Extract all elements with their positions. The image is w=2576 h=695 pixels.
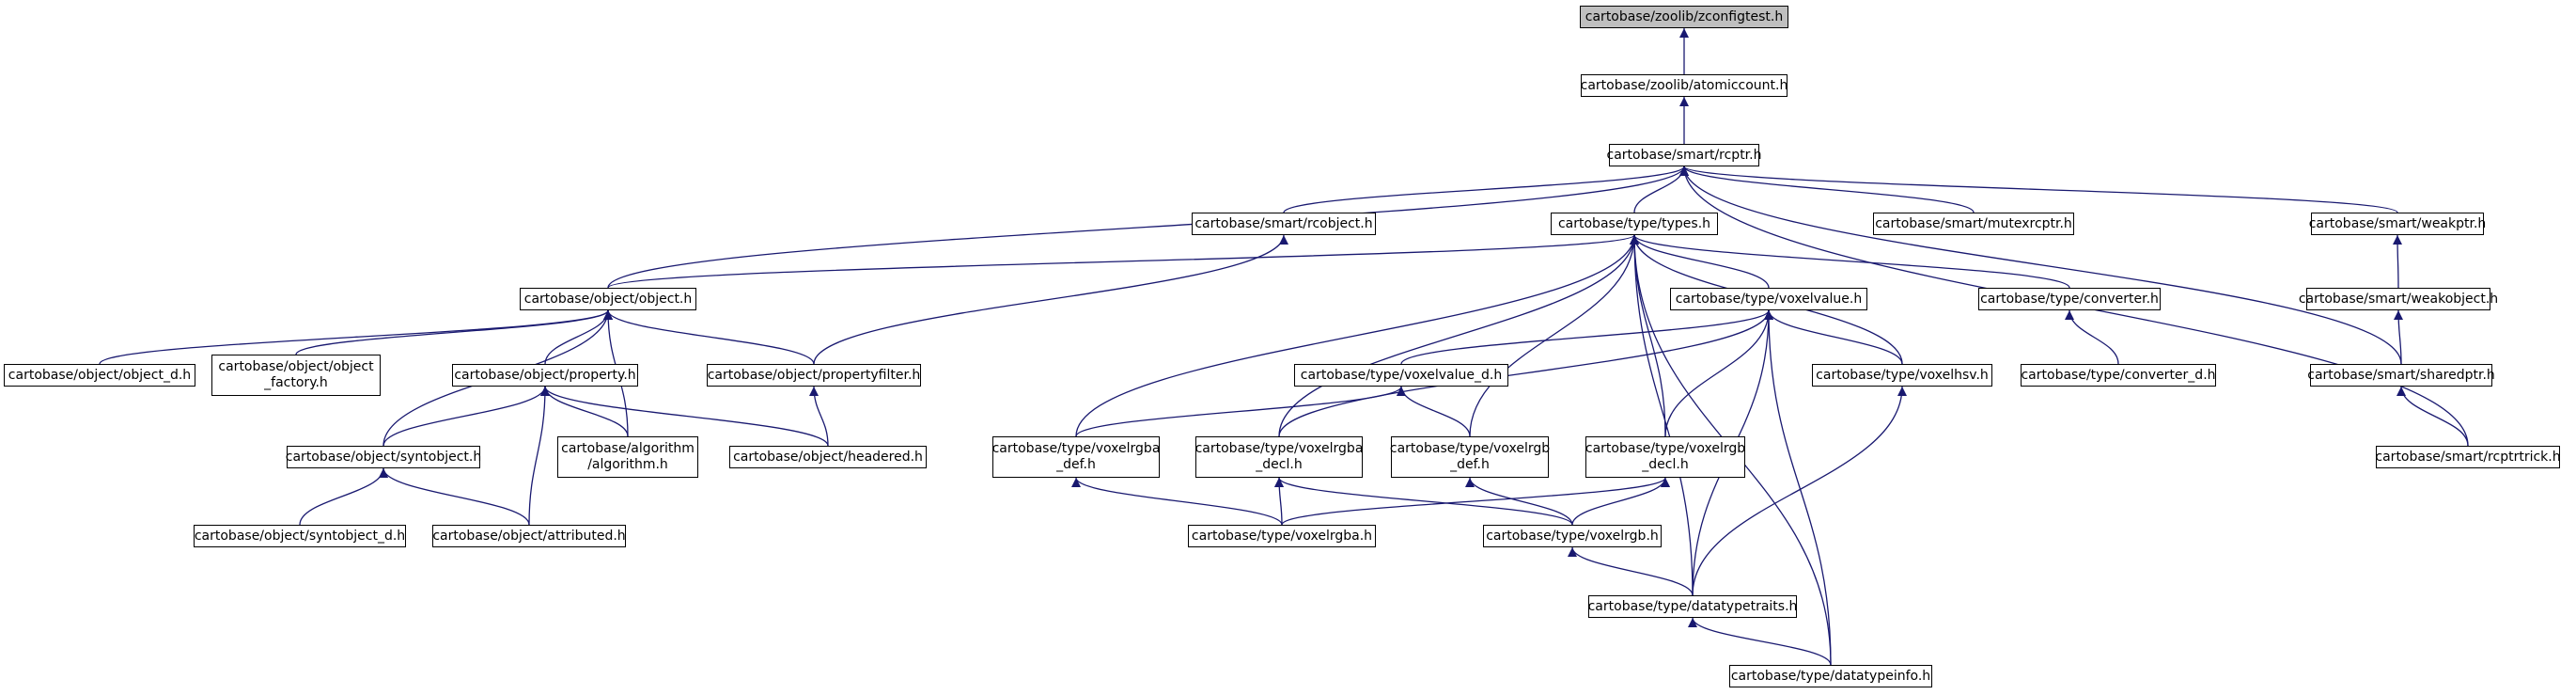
edge-headered-to-property	[540, 386, 829, 447]
edge-weakptr-to-rcptr	[1679, 166, 2398, 213]
node-algorithm[interactable]: cartobase/algorithm /algorithm.h	[557, 436, 698, 478]
node-object[interactable]: cartobase/object/object.h	[520, 288, 696, 310]
node-syntobject-d[interactable]: cartobase/object/syntobject_d.h	[194, 525, 406, 547]
edge-propertyfilter-to-object	[603, 309, 815, 365]
node-converter-d[interactable]: cartobase/type/converter_d.h	[2021, 364, 2216, 387]
edge-object-to-types	[607, 234, 1639, 289]
edge-headered-to-propertyfilter	[809, 386, 829, 447]
edge-datatypetraits-to-voxelhsv	[1692, 386, 1907, 596]
node-datatypeinfo[interactable]: cartobase/type/datatypeinfo.h	[1729, 665, 1932, 687]
node-voxelrgb-decl[interactable]: cartobase/type/voxelrgb _decl.h	[1585, 436, 1745, 478]
node-property[interactable]: cartobase/object/property.h	[452, 364, 638, 387]
edge-syntobject-to-property	[382, 386, 550, 447]
edge-datatypeinfo-to-voxelvalue	[1764, 309, 1832, 666]
node-syntobject[interactable]: cartobase/object/syntobject.h	[286, 446, 481, 468]
edge-rcobject-to-rcptr	[1283, 166, 1689, 213]
edge-voxelrgb-to-voxelrgba_decl	[1274, 477, 1573, 526]
edge-voxelrgb-to-voxelrgb_def	[1465, 477, 1573, 526]
edge-types-to-rcptr	[1633, 166, 1689, 213]
edge-voxelrgba_def-to-types	[1075, 234, 1639, 437]
edge-attributed-to-syntobject	[379, 467, 530, 526]
edge-object_factory-to-object	[295, 309, 613, 355]
node-voxelrgba-decl[interactable]: cartobase/type/voxelrgba _decl.h	[1195, 436, 1363, 478]
edge-syntobject_d-to-syntobject	[299, 467, 388, 526]
edge-sharedptr-to-rcptr	[1679, 166, 2402, 365]
edge-mutexrcptr-to-rcptr	[1679, 166, 1975, 213]
edge-voxelrgba_def-to-voxelvalue_d	[1075, 386, 1406, 437]
edge-object-to-rcptr	[607, 166, 1689, 289]
edge-propertyfilter-to-rcobject	[813, 234, 1288, 365]
node-attributed[interactable]: cartobase/object/attributed.h	[432, 525, 626, 547]
edge-attributed-to-property	[528, 386, 550, 526]
edge-weakobject-to-weakptr	[2393, 234, 2403, 289]
node-rcobject[interactable]: cartobase/smart/rcobject.h	[1192, 213, 1376, 235]
node-converter[interactable]: cartobase/type/converter.h	[1978, 288, 2161, 310]
node-voxelhsv[interactable]: cartobase/type/voxelhsv.h	[1812, 364, 1992, 387]
node-types[interactable]: cartobase/type/types.h	[1551, 213, 1718, 235]
node-weakptr[interactable]: cartobase/smart/weakptr.h	[2309, 213, 2486, 235]
node-voxelrgba[interactable]: cartobase/type/voxelrgba.h	[1188, 525, 1376, 547]
edge-voxelvalue-to-types	[1630, 234, 1770, 289]
node-datatypetraits[interactable]: cartobase/type/datatypetraits.h	[1588, 595, 1797, 618]
edge-voxelvalue_d-to-voxelvalue	[1400, 309, 1773, 365]
node-voxelvalue-d[interactable]: cartobase/type/voxelvalue_d.h	[1294, 364, 1508, 387]
edge-voxelrgba-to-voxelrgba_decl	[1274, 477, 1285, 526]
node-atomiccount[interactable]: cartobase/zoolib/atomiccount.h	[1581, 74, 1788, 97]
node-headered[interactable]: cartobase/object/headered.h	[729, 446, 927, 468]
node-voxelrgb-def[interactable]: cartobase/type/voxelrgb _def.h	[1390, 436, 1550, 478]
edge-rcptrtrick-to-sharedptr	[2396, 386, 2469, 447]
node-zconfigtest[interactable]: cartobase/zoolib/zconfigtest.h	[1580, 6, 1788, 28]
edge-datatypetraits-to-types	[1630, 234, 1694, 596]
edge-algorithm-to-property	[540, 386, 629, 437]
edge-voxelrgba-to-voxelrgba_def	[1071, 477, 1283, 526]
edge-voxelrgba-to-voxelrgb_decl	[1281, 477, 1670, 526]
edge-voxelrgba_decl-to-types	[1278, 234, 1639, 437]
edge-voxelrgb_decl-to-voxelvalue	[1664, 309, 1773, 437]
node-propertyfilter[interactable]: cartobase/object/propertyfilter.h	[707, 364, 921, 387]
node-rcptrtrick[interactable]: cartobase/smart/rcptrtrick.h	[2375, 446, 2561, 468]
node-voxelvalue[interactable]: cartobase/type/voxelvalue.h	[1670, 288, 1867, 310]
node-voxelrgb[interactable]: cartobase/type/voxelrgb.h	[1483, 525, 1662, 547]
node-sharedptr[interactable]: cartobase/smart/sharedptr.h	[2307, 364, 2495, 387]
node-weakobject[interactable]: cartobase/smart/weakobject.h	[2299, 288, 2498, 310]
edge-converter_d-to-converter	[2065, 309, 2119, 365]
node-mutexrcptr[interactable]: cartobase/smart/mutexrcptr.h	[1873, 213, 2074, 235]
node-rcptr[interactable]: cartobase/smart/rcptr.h	[1607, 144, 1761, 166]
edge-voxelrgb_def-to-voxelvalue_d	[1397, 386, 1471, 437]
node-object-d[interactable]: cartobase/object/object_d.h	[4, 364, 195, 387]
edge-voxelrgba_decl-to-voxelvalue	[1278, 309, 1773, 437]
node-voxelrgba-def[interactable]: cartobase/type/voxelrgba _def.h	[992, 436, 1160, 478]
edge-voxelrgb-to-voxelrgb_decl	[1571, 477, 1670, 526]
edge-sharedptr-to-weakobject	[2394, 309, 2404, 365]
edge-property-to-object	[544, 309, 613, 365]
node-object-factory[interactable]: cartobase/object/object _factory.h	[211, 355, 381, 396]
edge-converter-to-types	[1630, 234, 2070, 289]
edge-voxelhsv-to-voxelvalue	[1764, 309, 1903, 365]
edge-datatypetraits-to-voxelrgb	[1568, 546, 1694, 596]
edge-voxelrgb_def-to-types	[1469, 234, 1639, 437]
edge-datatypeinfo-to-datatypetraits	[1688, 617, 1832, 666]
